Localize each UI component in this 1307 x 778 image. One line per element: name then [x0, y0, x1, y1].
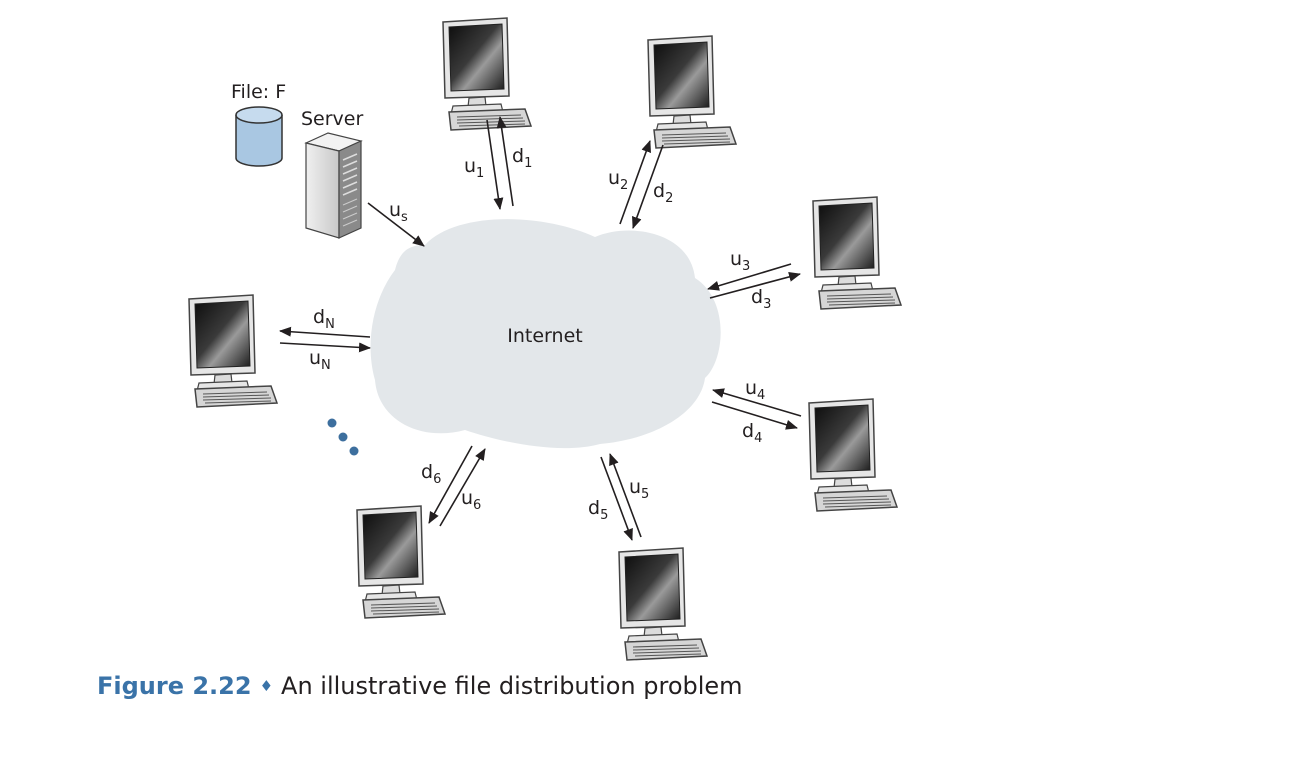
- peer-3-download-label: d3: [751, 286, 771, 312]
- server-upload-arrow: [367, 202, 425, 247]
- peer-1-upload-label: u1: [464, 155, 484, 181]
- peer-6-download-label: d6: [421, 461, 441, 487]
- peer-3-upload-arrow: [707, 263, 792, 291]
- file-label: File: F: [231, 81, 286, 103]
- peer-6-upload-arrow: [439, 448, 486, 527]
- server-label: Server: [301, 108, 363, 130]
- peer-5-download-label: d5: [588, 497, 608, 523]
- peer-n-download-arrow: [279, 326, 371, 338]
- caption-separator: ♦: [259, 677, 274, 695]
- peer-3-computer-icon: [812, 196, 902, 310]
- peer-4-download-arrow: [711, 401, 798, 430]
- internet-cloud: [370, 219, 721, 449]
- peer-2-upload-label: u2: [608, 167, 628, 193]
- peer-n-download-label: dN: [313, 306, 335, 332]
- caption-text: An illustrative file distribution proble…: [281, 672, 743, 700]
- peer-1-download-arrow: [496, 116, 514, 207]
- peer-4-computer-icon: [808, 398, 898, 512]
- ellipsis-dots: [327, 418, 359, 456]
- server-upload-label: us: [389, 199, 408, 225]
- peer-4-download-label: d4: [742, 420, 762, 446]
- server-icon: [304, 132, 363, 239]
- peer-2-download-arrow: [632, 144, 664, 229]
- peer-5-upload-arrow: [609, 453, 642, 538]
- peer-4-upload-label: u4: [745, 377, 765, 403]
- peer-3-upload-label: u3: [730, 248, 750, 274]
- peer-4-upload-arrow: [712, 388, 802, 417]
- peer-3-download-arrow: [709, 272, 801, 299]
- peer-6-download-arrow: [428, 445, 473, 524]
- peer-2-computer-icon: [647, 35, 737, 149]
- peer-n-upload-arrow: [279, 342, 371, 353]
- peer-n-upload-label: uN: [309, 347, 331, 373]
- peer-1-computer-icon: [442, 17, 532, 131]
- peer-6-computer-icon: [356, 505, 446, 619]
- peer-5-download-arrow: [600, 456, 633, 541]
- peer-1-upload-arrow: [486, 119, 504, 210]
- peer-5-computer-icon: [618, 547, 708, 661]
- figure-caption: Figure 2.22 ♦ An illustrative file distrib…: [97, 672, 743, 700]
- peer-2-upload-arrow: [619, 140, 651, 225]
- peer-6-upload-label: u6: [461, 487, 481, 513]
- peer-5-upload-label: u5: [629, 476, 649, 502]
- file-database-icon: [235, 106, 283, 167]
- peer-n-computer-icon: [188, 294, 278, 408]
- peer-2-download-label: d2: [653, 180, 673, 206]
- figure-number: Figure 2.22: [97, 672, 252, 700]
- cloud-label: Internet: [507, 325, 582, 347]
- peer-1-download-label: d1: [512, 145, 532, 171]
